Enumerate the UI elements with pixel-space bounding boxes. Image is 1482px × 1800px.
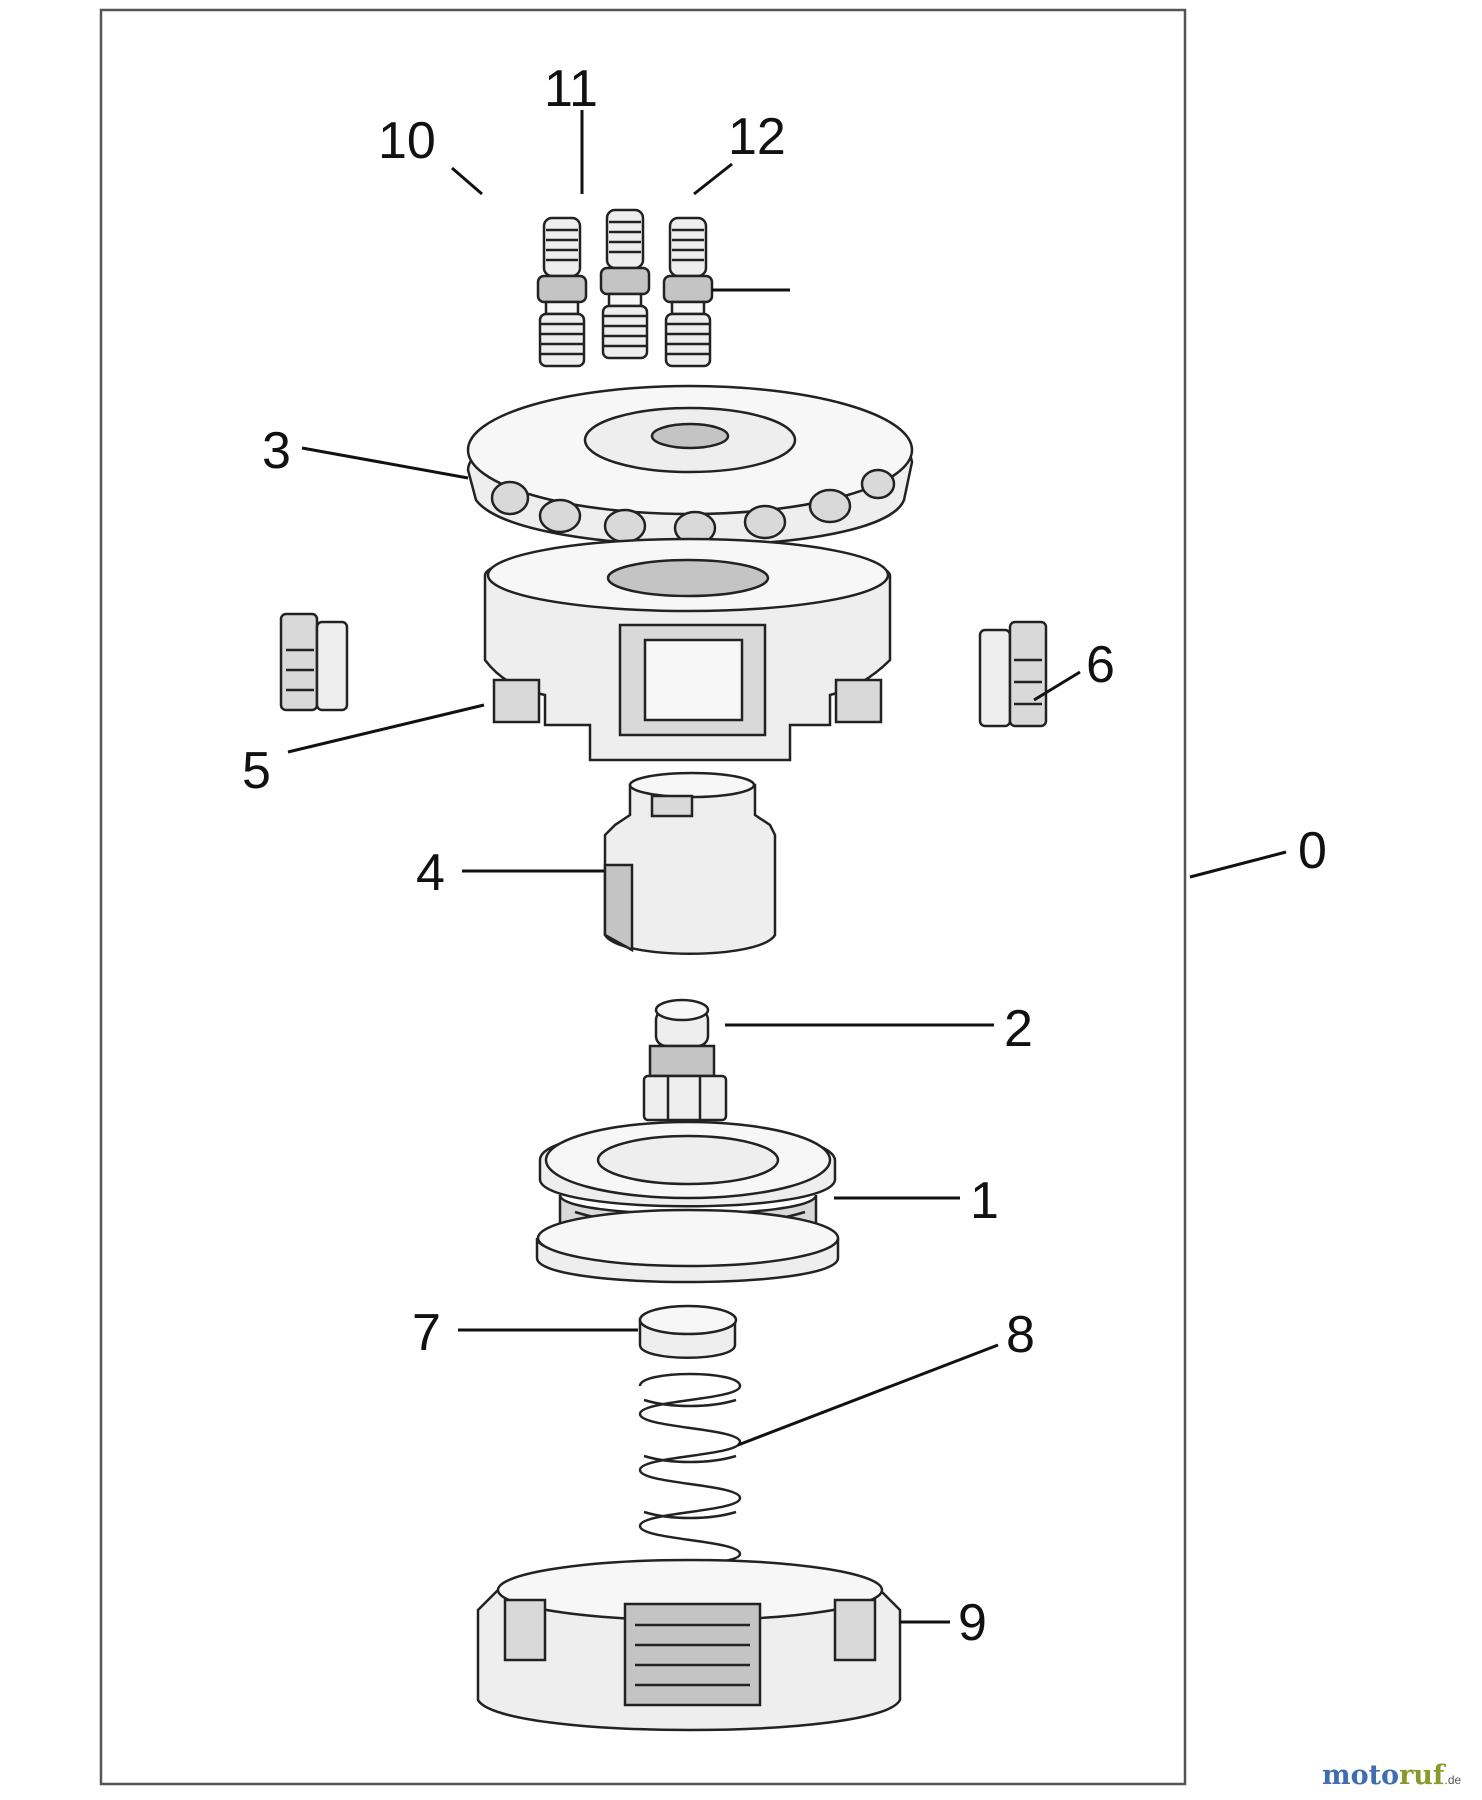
callout-0: 0 xyxy=(1298,822,1327,880)
callout-7: 7 xyxy=(412,1304,441,1362)
part-4-adapter xyxy=(603,771,777,955)
leader-3 xyxy=(301,446,469,480)
diagram-frame xyxy=(99,8,1187,1786)
part-9-knob xyxy=(476,1558,902,1732)
part-8-spring xyxy=(638,1372,742,1578)
callout-11: 11 xyxy=(544,60,598,118)
part-10-eyelet xyxy=(536,216,588,368)
leader-8 xyxy=(737,1343,999,1447)
part-5-housing xyxy=(483,537,892,762)
part-3-cover xyxy=(466,384,914,547)
leader-10 xyxy=(451,166,483,196)
watermark-part2: ruf xyxy=(1399,1760,1445,1791)
callout-1: 1 xyxy=(970,1172,999,1230)
callout-2: 2 xyxy=(1004,1000,1033,1058)
watermark-tld: .de xyxy=(1444,1773,1462,1787)
leader-0 xyxy=(1189,850,1287,879)
callout-3: 3 xyxy=(262,422,291,480)
leader-5 xyxy=(287,703,485,754)
part-6-insert-left xyxy=(279,612,349,712)
part-12-eyelet xyxy=(662,216,714,368)
callout-9: 9 xyxy=(958,1594,987,1652)
callout-12: 12 xyxy=(728,108,786,166)
part-2-bolt xyxy=(642,998,728,1122)
leader-lines xyxy=(287,110,1287,1624)
callout-5: 5 xyxy=(242,742,271,800)
part-6-insert-right xyxy=(978,620,1048,728)
callout-8: 8 xyxy=(1006,1306,1035,1364)
part-7-cap xyxy=(638,1304,738,1359)
callout-4: 4 xyxy=(416,844,445,902)
watermark-logo: motoruf.de xyxy=(1322,1760,1472,1796)
watermark-part1: moto xyxy=(1322,1760,1400,1791)
leader-12 xyxy=(693,162,733,196)
part-1-spool xyxy=(535,1120,840,1284)
part-11-eyelet xyxy=(599,208,651,360)
callout-6: 6 xyxy=(1086,636,1115,694)
leader-6 xyxy=(1033,670,1081,702)
callout-10: 10 xyxy=(378,112,436,170)
